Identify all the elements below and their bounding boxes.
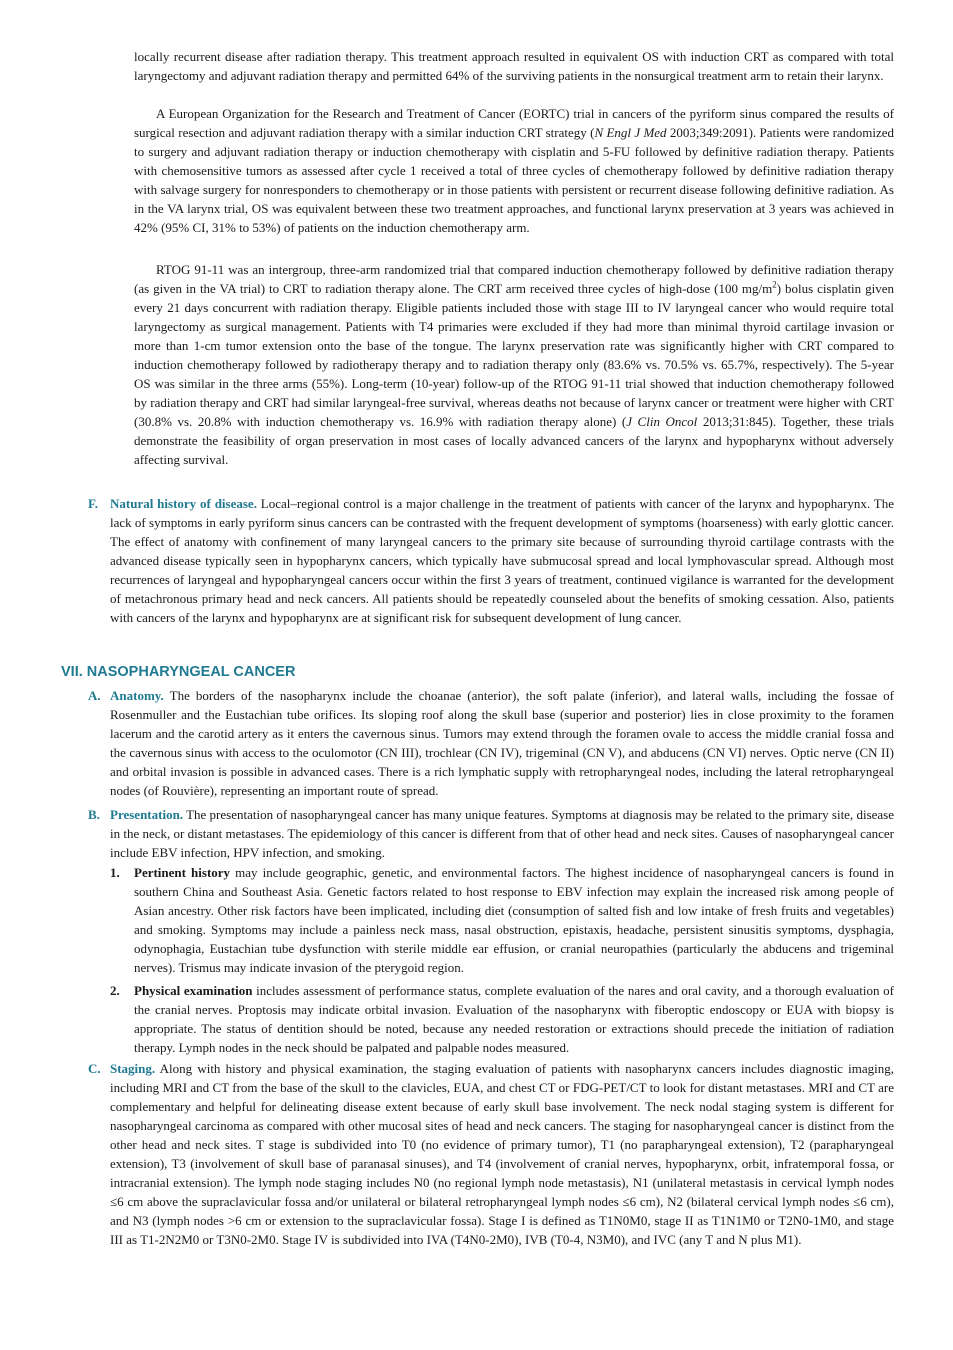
item-1-title: Pertinent history: [134, 865, 231, 880]
eortc-text-a: A European Organization for the Research…: [134, 106, 894, 140]
paragraph-eortc-trial: A European Organization for the Research…: [134, 104, 894, 237]
section-c-text: Along with history and physical examinat…: [110, 1061, 894, 1247]
section-f-title: Natural history of disease.: [110, 496, 257, 511]
section-b-presentation: Presentation. The presentation of nasoph…: [110, 805, 894, 862]
section-b-text: The presentation of nasopharyngeal cance…: [110, 807, 894, 860]
eortc-text-b: 2003;349:2091). Patients were randomized…: [134, 125, 894, 235]
section-f-marker: F.: [88, 496, 98, 511]
item-2-text: includes assessment of performance statu…: [134, 983, 894, 1055]
section-c-staging: Staging. Along with history and physical…: [110, 1059, 894, 1249]
item-2-physical-examination: Physical examination includes assessment…: [134, 981, 894, 1057]
section-a-marker: A.: [88, 688, 101, 703]
rtog-citation: J Clin Oncol: [626, 414, 698, 429]
section-heading-nasopharyngeal: VII. NASOPHARYNGEAL CANCER: [61, 664, 296, 680]
paragraph-rtog-trial: RTOG 91-11 was an intergroup, three-arm …: [134, 260, 894, 469]
rtog-superscript: 2: [772, 279, 777, 290]
rtog-text-c: 2013;31:845). Together, these trials dem…: [134, 414, 894, 467]
section-a-title: Anatomy.: [110, 688, 164, 703]
section-a-anatomy: Anatomy. The borders of the nasopharynx …: [110, 686, 894, 800]
rtog-text-a: RTOG 91-11 was an intergroup, three-arm …: [134, 262, 894, 296]
section-c-title: Staging.: [110, 1061, 156, 1076]
item-2-marker: 2.: [110, 983, 120, 998]
section-f-natural-history: Natural history of disease. Local–region…: [110, 494, 894, 627]
section-b-title: Presentation.: [110, 807, 184, 822]
item-1-pertinent-history: Pertinent history may include geographic…: [134, 863, 894, 977]
item-1-text: may include geographic, genetic, and env…: [134, 865, 894, 975]
section-b-marker: B.: [88, 807, 100, 822]
section-c-marker: C.: [88, 1061, 101, 1076]
section-f-text: Local–regional control is a major challe…: [110, 496, 894, 625]
item-2-title: Physical examination: [134, 983, 253, 998]
section-a-text: The borders of the nasopharynx include t…: [110, 688, 894, 798]
eortc-citation: N Engl J Med: [594, 125, 667, 140]
rtog-text-b: ) bolus cisplatin given every 21 days co…: [134, 281, 894, 429]
item-1-marker: 1.: [110, 865, 120, 880]
paragraph-va-trial-end: locally recurrent disease after radiatio…: [134, 49, 894, 83]
